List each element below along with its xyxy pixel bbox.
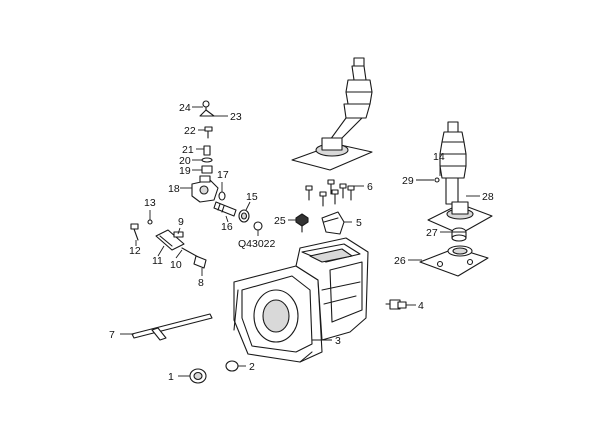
part-seal-19[interactable] bbox=[201, 165, 213, 174]
callout-15: 15 bbox=[246, 191, 258, 203]
callout-25: 25 bbox=[274, 215, 286, 227]
leader-lines bbox=[120, 106, 480, 377]
part-pin-13[interactable] bbox=[147, 219, 153, 225]
callout-10: 10 bbox=[170, 259, 182, 271]
part-plug-2[interactable] bbox=[225, 360, 239, 372]
callout-23: 23 bbox=[230, 111, 242, 123]
callout-labels: 1 2 3 4 5 6 7 8 9 10 11 12 13 14 15 16 1… bbox=[109, 102, 494, 383]
part-shaft-16[interactable] bbox=[213, 201, 237, 217]
part-end-8[interactable] bbox=[193, 255, 207, 269]
part-cap-23[interactable] bbox=[199, 109, 215, 117]
callout-5: 5 bbox=[356, 217, 362, 229]
callout-12: 12 bbox=[129, 245, 141, 257]
callout-2: 2 bbox=[249, 361, 255, 373]
part-bushing-27[interactable] bbox=[451, 227, 467, 242]
part-bolt-22[interactable] bbox=[204, 126, 213, 139]
callout-22: 22 bbox=[184, 125, 196, 137]
callout-6: 6 bbox=[367, 181, 373, 193]
callout-1: 1 bbox=[168, 371, 174, 383]
callout-17: 17 bbox=[217, 169, 229, 181]
part-bolt-12[interactable] bbox=[130, 223, 139, 241]
callout-28: 28 bbox=[482, 191, 494, 203]
callout-14: 14 bbox=[433, 151, 445, 163]
part-pin-21[interactable] bbox=[203, 145, 211, 156]
callout-8: 8 bbox=[198, 277, 204, 289]
part-bolts-6[interactable] bbox=[305, 179, 355, 207]
callout-13: 13 bbox=[144, 197, 156, 209]
part-gear-15[interactable] bbox=[238, 209, 250, 223]
callout-11: 11 bbox=[152, 255, 163, 267]
part-oring-17[interactable] bbox=[218, 191, 226, 201]
part-rod-7[interactable] bbox=[131, 313, 213, 341]
callout-24: 24 bbox=[179, 102, 191, 114]
part-oring-20[interactable] bbox=[201, 157, 213, 163]
callout-4: 4 bbox=[418, 300, 424, 312]
part-shift-lever-boot-left[interactable] bbox=[291, 57, 373, 171]
part-pin-29[interactable] bbox=[434, 177, 440, 183]
part-bolt-25[interactable] bbox=[295, 213, 309, 233]
part-ring-q43022[interactable] bbox=[253, 221, 263, 231]
callout-q43022: Q43022 bbox=[238, 238, 276, 250]
part-housing-18[interactable] bbox=[191, 175, 219, 203]
callout-27: 27 bbox=[426, 227, 438, 239]
callout-20: 20 bbox=[179, 155, 191, 167]
callout-21: 21 bbox=[182, 144, 194, 156]
part-transmission-case[interactable] bbox=[233, 237, 369, 363]
callout-26: 26 bbox=[394, 255, 406, 267]
part-bracket-5[interactable] bbox=[321, 211, 345, 235]
part-shift-lever-boot-right[interactable] bbox=[427, 121, 493, 235]
callout-29: 29 bbox=[402, 175, 414, 187]
part-cable-end-11[interactable] bbox=[155, 229, 185, 251]
callout-9: 9 bbox=[178, 216, 184, 228]
callout-3: 3 bbox=[335, 335, 341, 347]
callout-16: 16 bbox=[221, 221, 233, 233]
part-switch-4[interactable] bbox=[385, 299, 407, 310]
callout-7: 7 bbox=[109, 329, 115, 341]
part-plug-1[interactable] bbox=[189, 368, 207, 384]
part-retainer-26[interactable] bbox=[419, 245, 489, 277]
callout-18: 18 bbox=[168, 183, 180, 195]
callout-19: 19 bbox=[179, 165, 191, 177]
